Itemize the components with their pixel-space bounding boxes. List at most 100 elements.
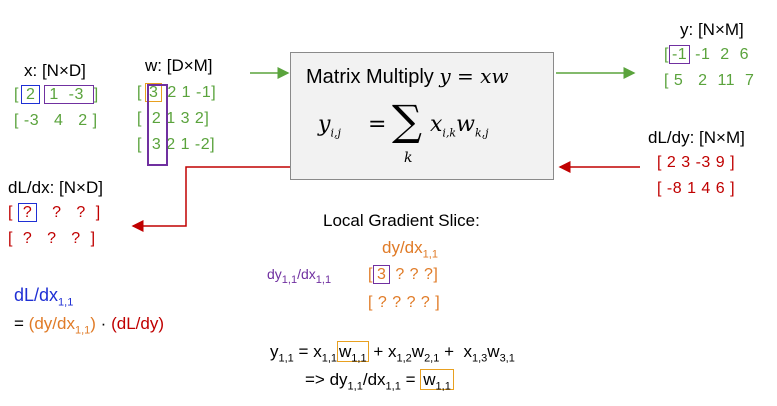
x-label: x: [N×D] [24,61,86,80]
chain-dot: · [100,314,107,333]
w-cell-3-3: 1 [180,136,190,153]
y-cell-2-2: 2 [698,72,708,89]
w-matrix-row2: [ 2 1 3 2] [137,110,210,127]
chain-term1-close: ) [90,314,96,333]
exp-t1w-sub: 1,1 [351,352,367,365]
matmul-formula: yi,j [318,112,341,139]
w-cell-2-4: 2 [194,110,205,127]
exp-t3x-sub: 1,3 [471,352,488,365]
x-cell-1-1: 2 [20,85,41,104]
matmul-box [290,52,554,180]
w-cell-1-1: 3 [144,83,163,102]
y-matrix-row1: [-1 -1 2 6 [664,45,749,64]
local-side-sub1: 1,1 [281,273,298,286]
formula-x-sub: i,k [442,126,457,140]
expand-line2: => dy1,1/dx1,1 = w1,1 [305,369,454,393]
w-cell-2-3: 3 [180,110,190,127]
w-cell-3-4: -2 [194,136,211,153]
y-label: y: [N×M] [680,20,744,39]
local-row1: [3 ? ? ?] [368,265,439,284]
chain-term1-sub: 1,1 [74,324,91,337]
w-cell-2-2: 1 [166,110,176,127]
y-cell-2-3: 11 [717,72,736,89]
exp-t2x-sub: 1,2 [396,352,412,365]
chain-rhs: = (dy/dx1,1) · (dL/dy) [14,314,164,336]
y-matrix-row2: [ 5 2 11 7 [664,72,755,89]
w-column-highlight [147,84,168,166]
local-side-label: dy1,1/dx1,1 [267,266,331,286]
formula-w-sub: k,j [474,126,489,140]
formula-w: w [456,112,475,137]
exp2-mid: /dx [362,370,386,389]
exp-plus1: + [373,342,384,361]
exp-y: y [270,342,279,361]
x-cell-1-3: -3 [68,86,84,103]
chain-lhs: dL/dx1,1 [14,285,73,309]
local-top-label: dy/dx1,1 [382,238,438,260]
local-side-mid: /dx [297,266,316,282]
dldy-label: dL/dy: [N×M] [648,128,745,147]
w-cell-3-1: 3 [151,136,162,153]
local-row2: [ ? ? ? ? ] [368,294,441,311]
dldx-row1-rest: ? ? [52,204,86,221]
exp-t2x: x [387,342,397,361]
formula-sigma-sub: k [404,150,413,166]
dldx-cell-1-1: ? [17,203,38,222]
chain-term1: (dy/dx [28,314,75,333]
exp2-eq: = [405,370,416,389]
w-matrix-row3: [ 3 2 1 -2] [137,136,216,153]
w-cell-1-4: -1 [196,84,212,101]
w-cell-1-3: 1 [181,84,192,101]
local-title: Local Gradient Slice: [323,211,480,230]
matmul-title-eq: y = xw [439,64,509,88]
w-matrix-row1: [3 2 1 -1] [137,83,217,102]
exp-plus2: + [444,342,455,361]
exp-t1w: w [339,342,352,361]
local-top-label-text: dy/dx [382,238,423,257]
y-cell-1-3: 2 [720,46,730,63]
dldy-row2: [ -8 1 4 6 ] [657,180,736,197]
exp-t1x: x [313,342,322,361]
exp2-w: w [423,370,436,389]
exp2-w-sub: 1,1 [435,380,451,393]
formula-rhs: xi,kwk,j [430,112,489,139]
matmul-title: Matrix Multiply y = xw [306,64,509,89]
y-cell-1-1: -1 [668,45,691,64]
x-cell-2-1: -3 [23,112,40,129]
formula-x: x [430,112,443,137]
local-side-sub2: 1,1 [315,273,332,286]
chain-eq: = [14,314,24,333]
matmul-title-text: Matrix Multiply [306,66,434,88]
exp-t1x-sub: 1,1 [321,352,337,365]
x-cell-2-2: 4 [53,112,64,129]
exp-t2w: w [411,342,425,361]
chain-lhs-text: dL/dx [14,285,59,305]
w-label: w: [D×M] [145,56,213,75]
dldx-label: dL/dx: [N×D] [8,178,103,197]
local-row1-rest: ? ? ? [395,266,434,283]
dldx-row2: [ ? ? ? ] [8,230,96,247]
exp-t1w-box: w1,1 [337,341,369,365]
formula-equals: = [368,112,387,137]
w-cell-2-1: 2 [151,110,162,127]
x-matrix-row2: [ -3 4 2 ] [14,112,98,129]
x-matrix-row1: [2 1 -3 ] [14,85,99,104]
local-top-label-sub: 1,1 [422,248,438,261]
dldy-row1: [ 2 3 -3 9 ] [657,154,736,171]
y-cell-1-4: 6 [739,46,749,63]
x-cell-2-3: 2 [78,112,88,129]
exp2-sub1: 1,1 [347,380,363,393]
chain-term2: (dL/dy) [111,314,164,333]
exp-eq: = [298,342,309,361]
x-cell-1-2: 1 [49,86,59,103]
exp-t3x: x [463,342,472,361]
chain-lhs-sub: 1,1 [58,296,74,309]
y-cell-1-2: -1 [695,46,711,63]
exp-t3w-sub: 3,1 [499,352,515,365]
exp2-sub2: 1,1 [385,380,401,393]
y-cell-2-1: 5 [673,72,684,89]
w-cell-1-2: 2 [167,84,177,101]
formula-sigma: ∑ [392,96,422,145]
